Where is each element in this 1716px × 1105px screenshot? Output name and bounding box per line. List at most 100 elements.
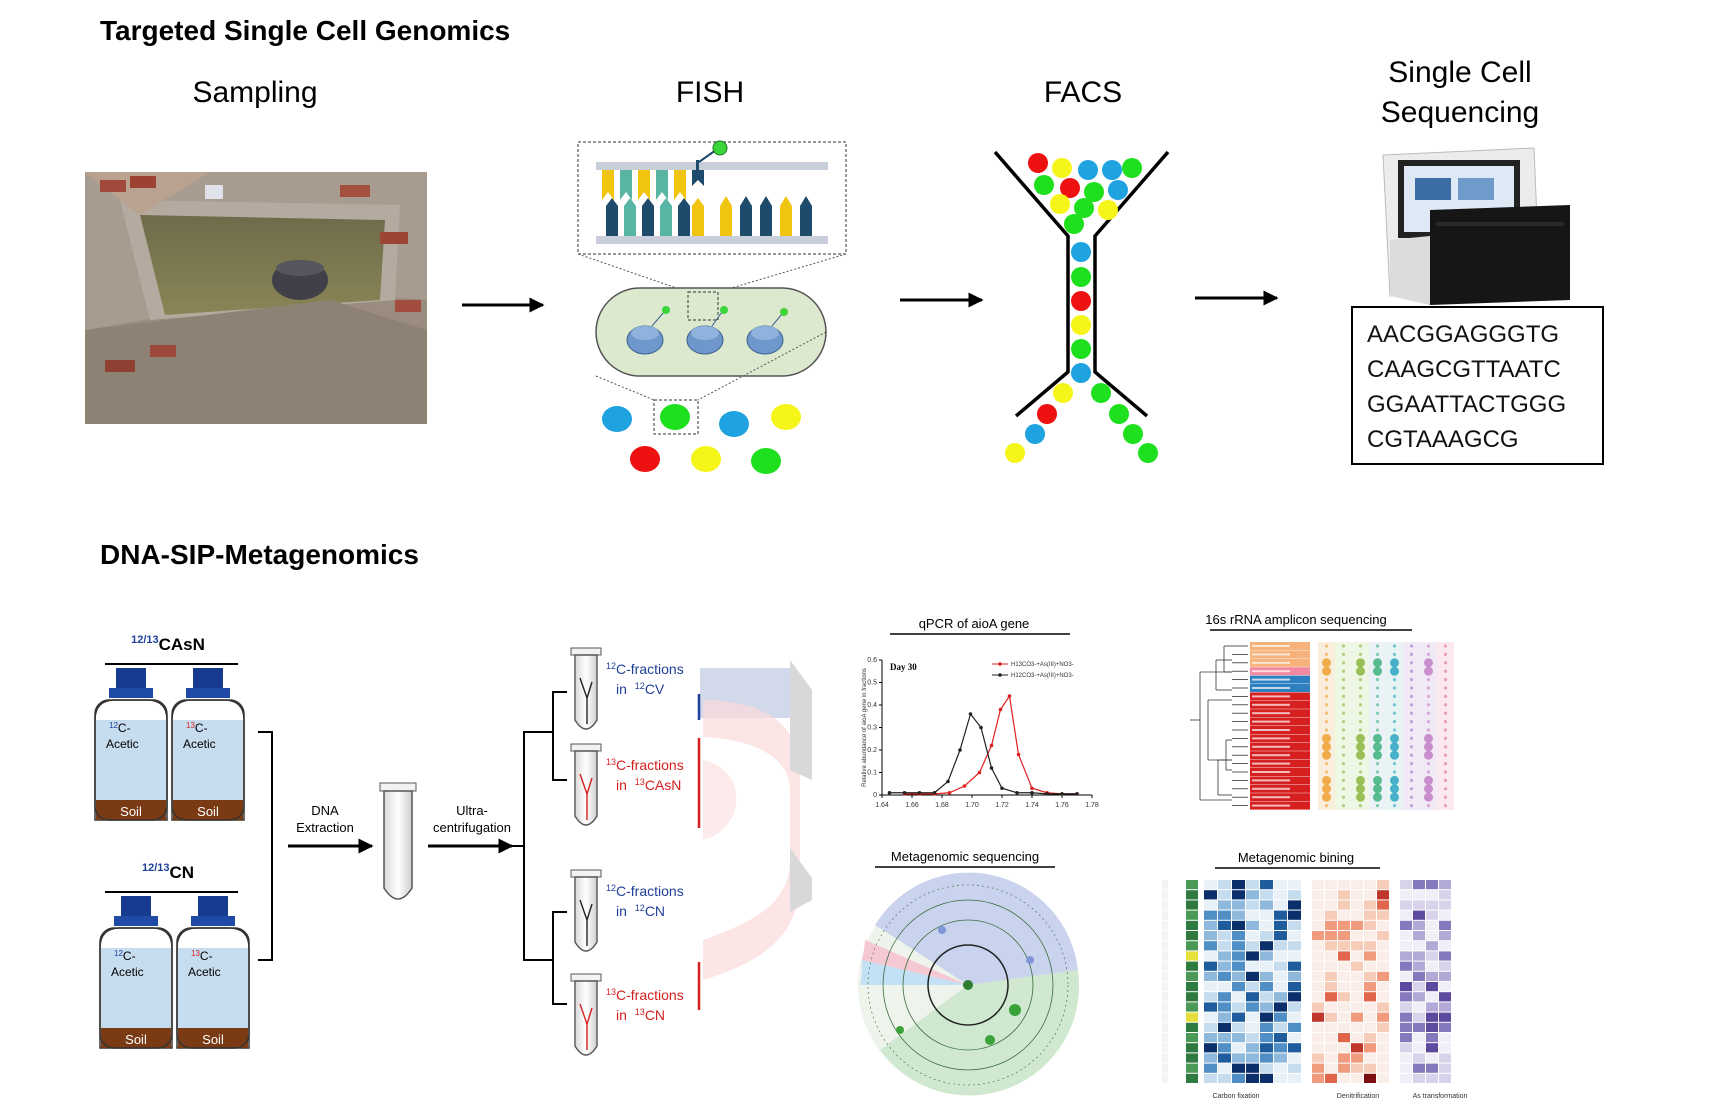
section-title-single-cell: Targeted Single Cell Genomics xyxy=(100,15,510,46)
series-line xyxy=(904,694,1077,795)
sequencer-machine xyxy=(1382,147,1570,305)
amplicon-panel: 16s rRNA amplicon sequencing xyxy=(1190,612,1454,810)
y-tick-label: 0.1 xyxy=(867,770,877,777)
bottle-label-acetic: Acetic xyxy=(183,737,216,751)
data-point xyxy=(887,790,892,795)
x-tick-label: 1.64 xyxy=(875,802,889,809)
soil-label: Soil xyxy=(202,1032,224,1047)
step-facs-label: FACS xyxy=(1044,76,1122,109)
facs-illustration xyxy=(993,150,1170,463)
ultracentrifugation-label-1: Ultra- xyxy=(456,803,488,818)
bottle-label: 12C- xyxy=(109,721,131,735)
metagenomic-title: Metagenomic sequencing xyxy=(891,849,1039,864)
dna-extraction-label-2: Extraction xyxy=(296,820,354,835)
ultracentrifugation-label-2: centrifugation xyxy=(433,820,511,835)
sequence-line: GGAATTACTGGG xyxy=(1367,391,1566,418)
bottles-group: 12C-AceticSoil13C-AceticSoil12C-AceticSo… xyxy=(94,668,250,1049)
data-point xyxy=(917,790,922,795)
fraction-tube xyxy=(570,743,602,826)
sequence-line: AACGGAGGGTG xyxy=(1367,321,1559,348)
fraction-label-sub: in 12CN xyxy=(616,903,665,919)
x-tick-label: 1.78 xyxy=(1085,802,1099,809)
group-sup: 12/13 xyxy=(142,862,170,874)
data-point xyxy=(958,748,962,752)
data-point xyxy=(989,743,994,748)
step-sampling-label: Sampling xyxy=(192,76,317,109)
fish-cells-scatter xyxy=(602,404,801,474)
step-fish-label: FISH xyxy=(676,76,744,109)
x-tick-label: 1.76 xyxy=(1055,802,1069,809)
x-tick-label: 1.66 xyxy=(905,802,919,809)
data-point xyxy=(1045,792,1049,796)
data-point xyxy=(947,790,952,795)
soil-label: Soil xyxy=(120,804,142,819)
y-tick-label: 0.3 xyxy=(867,725,877,732)
bottle-label-acetic: Acetic xyxy=(188,965,221,979)
binning-axis-as: As transformation xyxy=(1413,1093,1468,1100)
chart-annotation: Day 30 xyxy=(890,662,917,672)
data-point xyxy=(1030,790,1034,795)
fraction-label: 13C-fractions xyxy=(606,757,684,773)
data-point xyxy=(1060,792,1064,796)
data-point xyxy=(1000,786,1004,791)
data-point xyxy=(979,725,983,730)
data-point xyxy=(902,790,907,795)
soil-label: Soil xyxy=(125,1032,147,1047)
y-tick-label: 0.5 xyxy=(867,680,877,687)
dna-extraction-label-1: DNA xyxy=(311,803,339,818)
dna-tube xyxy=(379,782,417,900)
data-point xyxy=(989,766,994,770)
bottle-label: 13C- xyxy=(191,949,213,963)
fraction-label-sub: in 13CN xyxy=(616,1007,665,1023)
legend-marker xyxy=(998,673,1002,677)
step-sequencing-label-1: Single Cell xyxy=(1388,56,1531,89)
bottle-label: 13C- xyxy=(186,721,208,735)
y-tick-label: 0.4 xyxy=(867,702,877,709)
phylogenetic-tree xyxy=(1190,645,1248,806)
sequence-line: CGTAAAGCG xyxy=(1367,426,1519,453)
sequence-line: CAAGCGTTAATC xyxy=(1367,356,1561,383)
flow-ribbons xyxy=(697,660,812,1010)
amplicon-heatmap xyxy=(1190,642,1454,810)
x-tick-label: 1.72 xyxy=(995,802,1009,809)
sequence-readout-box xyxy=(1351,306,1604,465)
bottle-label: 12C- xyxy=(114,949,136,963)
group-sup: 12/13 xyxy=(131,634,159,646)
fraction-tube xyxy=(570,647,602,730)
qpcr-title: qPCR of aioA gene xyxy=(919,616,1030,631)
cladogram xyxy=(858,872,1080,1096)
legend-marker xyxy=(998,662,1002,666)
bottle-label-acetic: Acetic xyxy=(111,965,144,979)
data-point xyxy=(946,779,950,784)
fraction-tube xyxy=(570,973,602,1056)
probe-strands xyxy=(602,140,812,236)
sampling-photo xyxy=(85,172,427,424)
fraction-label-sub: in 12CV xyxy=(616,681,665,697)
fraction-label: 12C-fractions xyxy=(606,883,684,899)
fraction-tube xyxy=(570,869,602,952)
x-tick-label: 1.70 xyxy=(965,802,979,809)
group-main: CN xyxy=(169,863,194,882)
fish-illustration xyxy=(577,140,847,474)
step-sequencing-label-2: Sequencing xyxy=(1381,96,1539,129)
data-point xyxy=(1007,694,1012,698)
data-point xyxy=(932,790,937,795)
data-point xyxy=(968,712,973,716)
data-point xyxy=(1016,752,1021,757)
bottle-group-label-cn: 12/13CN xyxy=(142,862,194,882)
binning-heatmap xyxy=(1162,880,1451,1083)
series-line xyxy=(889,712,1077,795)
binning-axis-denitrification: Denitrification xyxy=(1337,1093,1380,1100)
data-point xyxy=(998,707,1003,712)
data-point xyxy=(962,784,967,788)
bottle-label-acetic: Acetic xyxy=(106,737,139,751)
y-tick-label: 0.6 xyxy=(867,657,877,664)
amplicon-title: 16s rRNA amplicon sequencing xyxy=(1205,612,1386,627)
fraction-label: 12C-fractions xyxy=(606,661,684,677)
